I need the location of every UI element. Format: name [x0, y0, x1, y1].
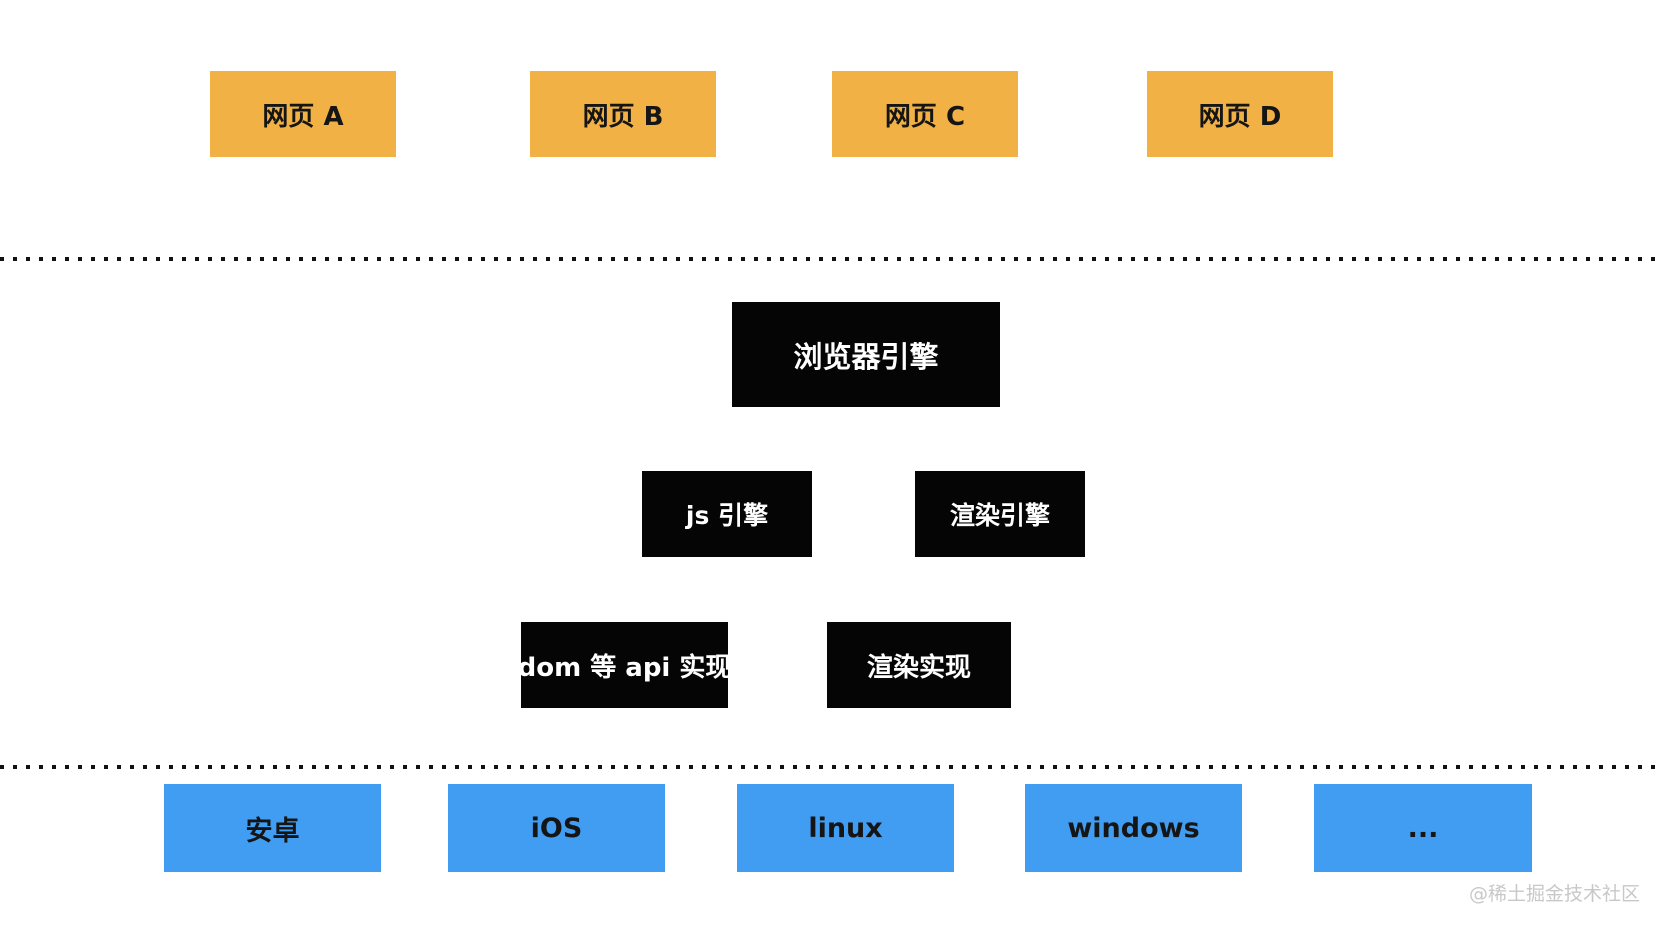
dotted-divider-bottom: [0, 765, 1656, 769]
dotted-divider-top: [0, 257, 1656, 261]
os-linux-box: linux: [737, 784, 954, 872]
render-engine-box: 渲染引擎: [915, 471, 1085, 557]
os-ios-box: iOS: [448, 784, 665, 872]
render-impl-box: 渲染实现: [827, 622, 1011, 708]
os-android-box: 安卓: [164, 784, 381, 872]
os-windows-box: windows: [1025, 784, 1242, 872]
dom-api-impl-box: dom 等 api 实现: [518, 622, 731, 708]
webpage-c-box: 网页 C: [832, 71, 1018, 157]
browser-engine-box: 浏览器引擎: [732, 302, 1000, 407]
os-more-box: ...: [1314, 784, 1532, 872]
webpage-b-box: 网页 B: [530, 71, 716, 157]
webpage-d-box: 网页 D: [1147, 71, 1333, 157]
watermark-text: @稀土掘金技术社区: [1468, 883, 1640, 905]
webpage-a-box: 网页 A: [210, 71, 396, 157]
js-engine-box: js 引擎: [642, 471, 812, 557]
